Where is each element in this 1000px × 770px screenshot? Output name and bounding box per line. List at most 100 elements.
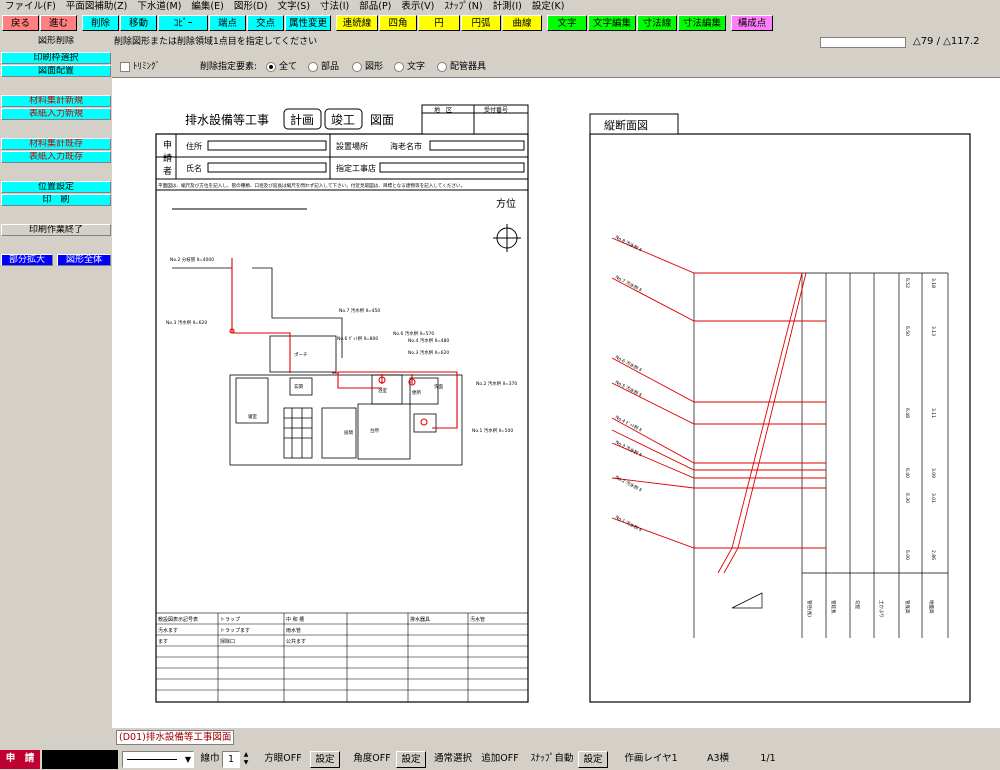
- panel-button[interactable]: 材料集計新規: [1, 95, 111, 107]
- panel-button[interactable]: 表紙入力既存: [1, 151, 111, 163]
- profile-lines: [611, 237, 826, 574]
- toolbar-button[interactable]: 戻る: [2, 15, 39, 31]
- menu-item[interactable]: 表示(V): [401, 1, 435, 12]
- panel-button[interactable]: 印刷枠選択: [1, 52, 111, 64]
- radio-fixture[interactable]: [437, 62, 447, 72]
- applicant-char-2: 請: [163, 152, 172, 164]
- radio-all[interactable]: [266, 62, 276, 72]
- drawing-canvas[interactable]: 排水設備等工事 計画 竣工 図面 地 区 受付番号 申 請 者 住所 氏名 設置…: [112, 77, 1000, 728]
- toolbar-button[interactable]: 進む: [40, 15, 77, 31]
- toolbar-button[interactable]: 端点: [209, 15, 246, 31]
- legend-text: 敷設図表示記号表 トラップ 中 和 槽 排水器具 汚水管 汚水ます トラップます…: [158, 616, 485, 645]
- profile-values: 3.18 3.13 3.11 3.09 3.01 2.86 6.52 6.50 …: [904, 278, 936, 560]
- toolbar-button[interactable]: 移動: [120, 15, 157, 31]
- angle-settings-button[interactable]: 設定: [396, 751, 426, 768]
- svg-text:6.00: 6.00: [904, 550, 910, 560]
- panel-button[interactable]: 図面配置: [1, 65, 111, 77]
- panel-button[interactable]: 表紙入力新規: [1, 108, 111, 120]
- svg-text:ポーチ: ポーチ: [294, 351, 308, 358]
- snap-mode[interactable]: ｽﾅｯﾌﾟ自動: [530, 753, 574, 764]
- color-swatch[interactable]: [42, 750, 118, 769]
- plan-sheet: 排水設備等工事 計画 竣工 図面 地 区 受付番号 申 請 者 住所 氏名 設置…: [155, 104, 529, 703]
- line-width-spinner[interactable]: ▲▼: [243, 751, 249, 766]
- trim-checkbox[interactable]: [120, 62, 130, 72]
- menu-item[interactable]: 平面図補助(Z): [65, 1, 128, 12]
- svg-text:No.3 汚水桝 Ⅱ=620: No.3 汚水桝 Ⅱ=620: [166, 319, 207, 326]
- toolbar-button[interactable]: 寸法線: [637, 15, 677, 31]
- toolbar-button[interactable]: 寸法編集: [678, 15, 726, 31]
- svg-text:勾配: 勾配: [854, 600, 861, 609]
- line-width-label: 線巾: [200, 753, 220, 764]
- line-type-select[interactable]: ▼: [122, 751, 194, 768]
- toolbar-button[interactable]: 構成点: [731, 15, 773, 31]
- radio-part[interactable]: [308, 62, 318, 72]
- svg-text:玄関: 玄関: [294, 383, 303, 390]
- toolbar-button[interactable]: 四角: [379, 15, 417, 31]
- grid-toggle[interactable]: 方眼OFF: [264, 753, 302, 764]
- profile-title: 縦断面図: [604, 118, 648, 132]
- toolbar-button[interactable]: 文字: [547, 15, 587, 31]
- select-mode[interactable]: 通常選択: [433, 753, 472, 764]
- mode-indicator: 申 請: [0, 750, 40, 769]
- menu-item[interactable]: 編集(E): [191, 1, 224, 12]
- panel-button[interactable]: 印 刷: [1, 194, 111, 206]
- panel-title: 図形削除: [1, 36, 111, 48]
- menu-item[interactable]: ｽﾅｯﾌﾟ(N): [444, 1, 483, 12]
- plan-note: 平面図は、縮尺及び方位を記入し、管の種類、口径及び延長は縮尺を問わず記入して下さ…: [158, 182, 465, 189]
- menu-item[interactable]: ファイル(F): [5, 1, 56, 12]
- toolbar-button[interactable]: 交点: [247, 15, 284, 31]
- toolbar-button[interactable]: 文字編集: [588, 15, 636, 31]
- address-label: 住所: [186, 141, 202, 151]
- sheet-tab[interactable]: (D01)排水設備等工事図面: [116, 730, 235, 745]
- toolbar-button[interactable]: 属性変更: [285, 15, 331, 31]
- menu-item[interactable]: 設定(K): [531, 1, 565, 12]
- line-width-input[interactable]: 1: [222, 751, 240, 768]
- toolbar-button[interactable]: ｺﾋﾟｰ: [158, 15, 208, 31]
- radio-shape[interactable]: [352, 62, 362, 72]
- menu-item[interactable]: 部品(P): [359, 1, 392, 12]
- applicant-char-3: 者: [163, 166, 172, 177]
- plan-label: 計画: [290, 112, 314, 127]
- layer-indicator[interactable]: 作画レイヤ1: [624, 753, 678, 764]
- svg-text:便所: 便所: [412, 389, 421, 396]
- svg-text:No.4 汚水桝 Ⅱ=480: No.4 汚水桝 Ⅱ=480: [408, 337, 449, 344]
- menu-item[interactable]: 下水道(M): [137, 1, 182, 12]
- zoom-all-button[interactable]: 図形全体: [57, 254, 111, 266]
- profile-col-headers: 管径(長) 管延長 勾配 土かぶり 管底高 地盤高: [806, 600, 935, 618]
- complete-label: 竣工: [331, 112, 355, 127]
- svg-text:3.11: 3.11: [930, 408, 936, 418]
- menu-item[interactable]: 寸法(I): [320, 1, 350, 12]
- svg-text:No.1 汚水桝 Ⅱ=500: No.1 汚水桝 Ⅱ=500: [472, 427, 513, 434]
- svg-text:敷設図表示記号表: 敷設図表示記号表: [158, 616, 198, 623]
- panel-button[interactable]: 材料集計既存: [1, 138, 111, 150]
- svg-text:3.18: 3.18: [930, 278, 936, 288]
- toolbar-button[interactable]: 連続線: [336, 15, 378, 31]
- grid-settings-button[interactable]: 設定: [310, 751, 340, 768]
- zoom-part-button[interactable]: 部分拡大: [1, 254, 53, 266]
- svg-text:管底高: 管底高: [904, 600, 911, 614]
- add-toggle[interactable]: 追加OFF: [481, 753, 519, 764]
- svg-text:2.86: 2.86: [930, 550, 936, 560]
- menu-item[interactable]: 計測(I): [492, 1, 522, 12]
- svg-text:No.6 汚水桝 Ⅱ=570: No.6 汚水桝 Ⅱ=570: [393, 330, 434, 337]
- toolbar-button[interactable]: 円弧: [461, 15, 501, 31]
- angle-toggle[interactable]: 角度OFF: [353, 753, 391, 764]
- paper-size: A3横: [706, 753, 730, 764]
- coord-input[interactable]: [820, 37, 906, 48]
- svg-text:6.48: 6.48: [904, 408, 910, 418]
- toolbar-button[interactable]: 削除: [82, 15, 119, 31]
- snap-settings-button[interactable]: 設定: [578, 751, 608, 768]
- menu-item[interactable]: 図形(D): [233, 1, 268, 12]
- menu-item[interactable]: 文字(S): [277, 1, 311, 12]
- trim-label: ﾄﾘﾐﾝｸﾞ: [133, 62, 161, 72]
- svg-text:汚水管: 汚水管: [470, 616, 485, 623]
- toolbar: 戻る進む削除移動ｺﾋﾟｰ端点交点属性変更連続線四角円円弧曲線文字文字編集寸法線寸…: [0, 14, 1000, 32]
- toolbar-button[interactable]: 円: [418, 15, 460, 31]
- radio-text[interactable]: [394, 62, 404, 72]
- left-panel: 図形削除 印刷枠選択図面配置材料集計新規表紙入力新規材料集計既存表紙入力既存位置…: [0, 32, 112, 747]
- panel-button[interactable]: 位置設定: [1, 181, 111, 193]
- radio-part-label: 部品: [321, 62, 340, 72]
- svg-text:公共ます: 公共ます: [286, 638, 306, 645]
- toolbar-button[interactable]: 曲線: [502, 15, 542, 31]
- panel-button[interactable]: 印刷作業終了: [1, 224, 111, 236]
